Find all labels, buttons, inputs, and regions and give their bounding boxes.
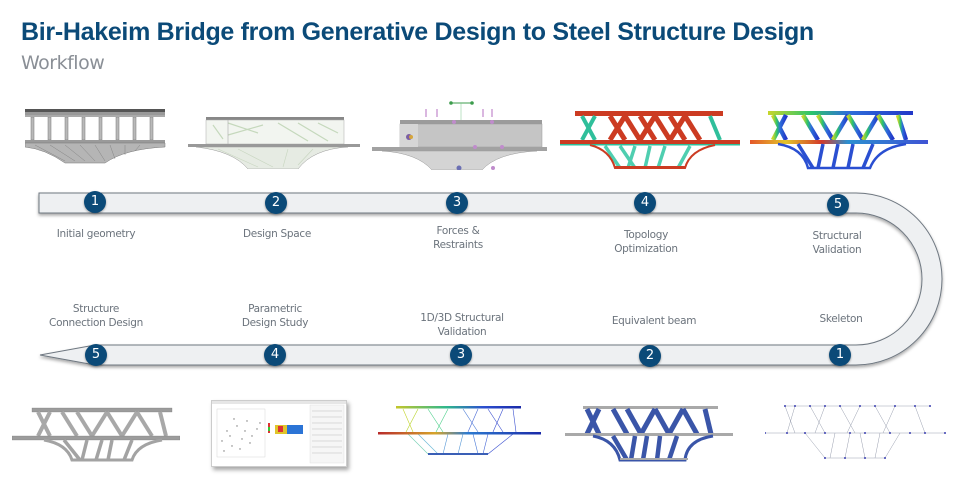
structural-validation-image [750, 111, 928, 170]
label-line: Optimization [614, 243, 678, 255]
forces-restraints-image [372, 101, 547, 170]
label-line: Design Study [241, 317, 309, 329]
label-line: Initial geometry [56, 228, 136, 240]
skeleton-image [765, 405, 946, 459]
label-line: Structure [72, 303, 120, 315]
label-line: Forces & [436, 225, 480, 237]
page-subtitle: Workflow [21, 52, 105, 74]
bottom-step-4-circle: 4 [264, 344, 286, 366]
label-line: Validation [812, 244, 862, 256]
design-space-image [188, 117, 360, 169]
label-line: Structural [812, 230, 862, 242]
bottom-step-5-circle: 5 [85, 344, 107, 366]
label-line: Connection Design [49, 317, 143, 329]
top-step-1-label: Initial geometry [26, 227, 166, 241]
label-line: Topology [624, 229, 668, 241]
label-line: Equivalent beam [611, 315, 697, 327]
top-step-3-circle: 3 [446, 192, 468, 214]
page-title: Bir-Hakeim Bridge from Generative Design… [21, 18, 814, 46]
top-step-2-label: Design Space [207, 227, 347, 241]
label-line: Skeleton [819, 313, 863, 325]
initial-geometry-image [25, 109, 166, 164]
bottom-step-1-circle: 1 [829, 344, 851, 366]
label-line: Design Space [243, 228, 311, 240]
bottom-step-2-circle: 2 [639, 345, 661, 367]
bottom-step-2-label: Equivalent beam [584, 314, 724, 328]
track-path [38, 192, 943, 366]
equivalent-beam-image [565, 406, 733, 462]
label-line: Parametric [248, 303, 302, 315]
top-step-2-circle: 2 [265, 192, 287, 214]
label-line: 1D/3D Structural [420, 312, 504, 324]
label-line: Validation [437, 326, 487, 338]
top-step-3-label: Forces & Restraints [388, 224, 528, 252]
topology-optimization-image [560, 111, 740, 169]
top-step-5-circle: 5 [827, 194, 849, 216]
top-step-4-circle: 4 [634, 192, 656, 214]
structural-validation-1d3d-image [378, 406, 541, 455]
parametric-study-chart [212, 401, 346, 464]
connection-design-image [12, 407, 180, 462]
label-line: Restraints [433, 239, 483, 251]
parametric-study-image [211, 400, 347, 467]
bottom-step-1-label: Skeleton [771, 312, 911, 326]
top-step-1-circle: 1 [84, 191, 106, 213]
bottom-step-3-circle: 3 [450, 344, 472, 366]
